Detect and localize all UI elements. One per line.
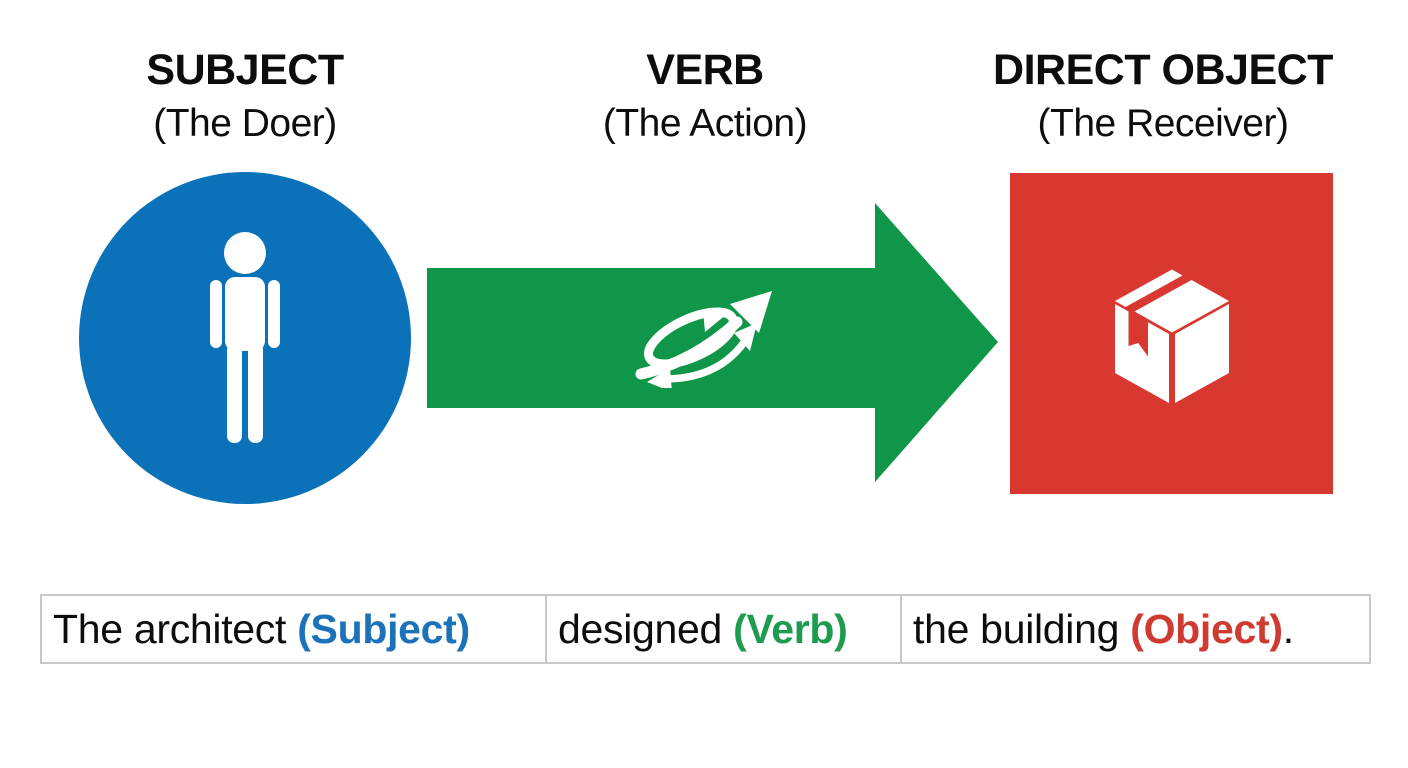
verb-title: VERB <box>646 46 764 94</box>
subject-circle <box>79 172 411 504</box>
sentence-object-tag: (Object) <box>1130 606 1283 652</box>
verb-subtitle: (The Action) <box>602 102 808 145</box>
sentence-object-cell: the building (Object). <box>900 596 1369 662</box>
person-icon <box>210 232 280 443</box>
sentence-subject-text: The architect <box>53 606 287 652</box>
sentence-verb-text: designed <box>558 606 723 652</box>
direct-object-header: DIRECT OBJECT (The Receiver) <box>957 46 1369 146</box>
package-box-icon <box>1114 269 1229 403</box>
subject-subtitle: (The Doer) <box>153 102 337 145</box>
object-square <box>1010 173 1333 494</box>
action-swirl-icon <box>635 291 772 388</box>
example-sentence-box: The architect (Subject) designed (Verb) … <box>40 594 1371 664</box>
sentence-object-suffix: . <box>1282 606 1294 652</box>
sentence-subject-cell: The architect (Subject) <box>42 596 545 662</box>
verb-header: VERB (The Action) <box>505 46 905 146</box>
ribbon-tape <box>1128 308 1148 356</box>
sentence-subject-tag: (Subject) <box>297 606 470 652</box>
subject-header: SUBJECT (The Doer) <box>45 46 445 146</box>
sentence-verb-tag: (Verb) <box>733 606 848 652</box>
direct-object-subtitle: (The Receiver) <box>1037 102 1289 145</box>
sentence-verb-cell: designed (Verb) <box>545 596 900 662</box>
subject-title: SUBJECT <box>146 46 344 94</box>
direct-object-title: DIRECT OBJECT <box>993 46 1333 94</box>
sentence-object-text: the building <box>913 606 1120 652</box>
